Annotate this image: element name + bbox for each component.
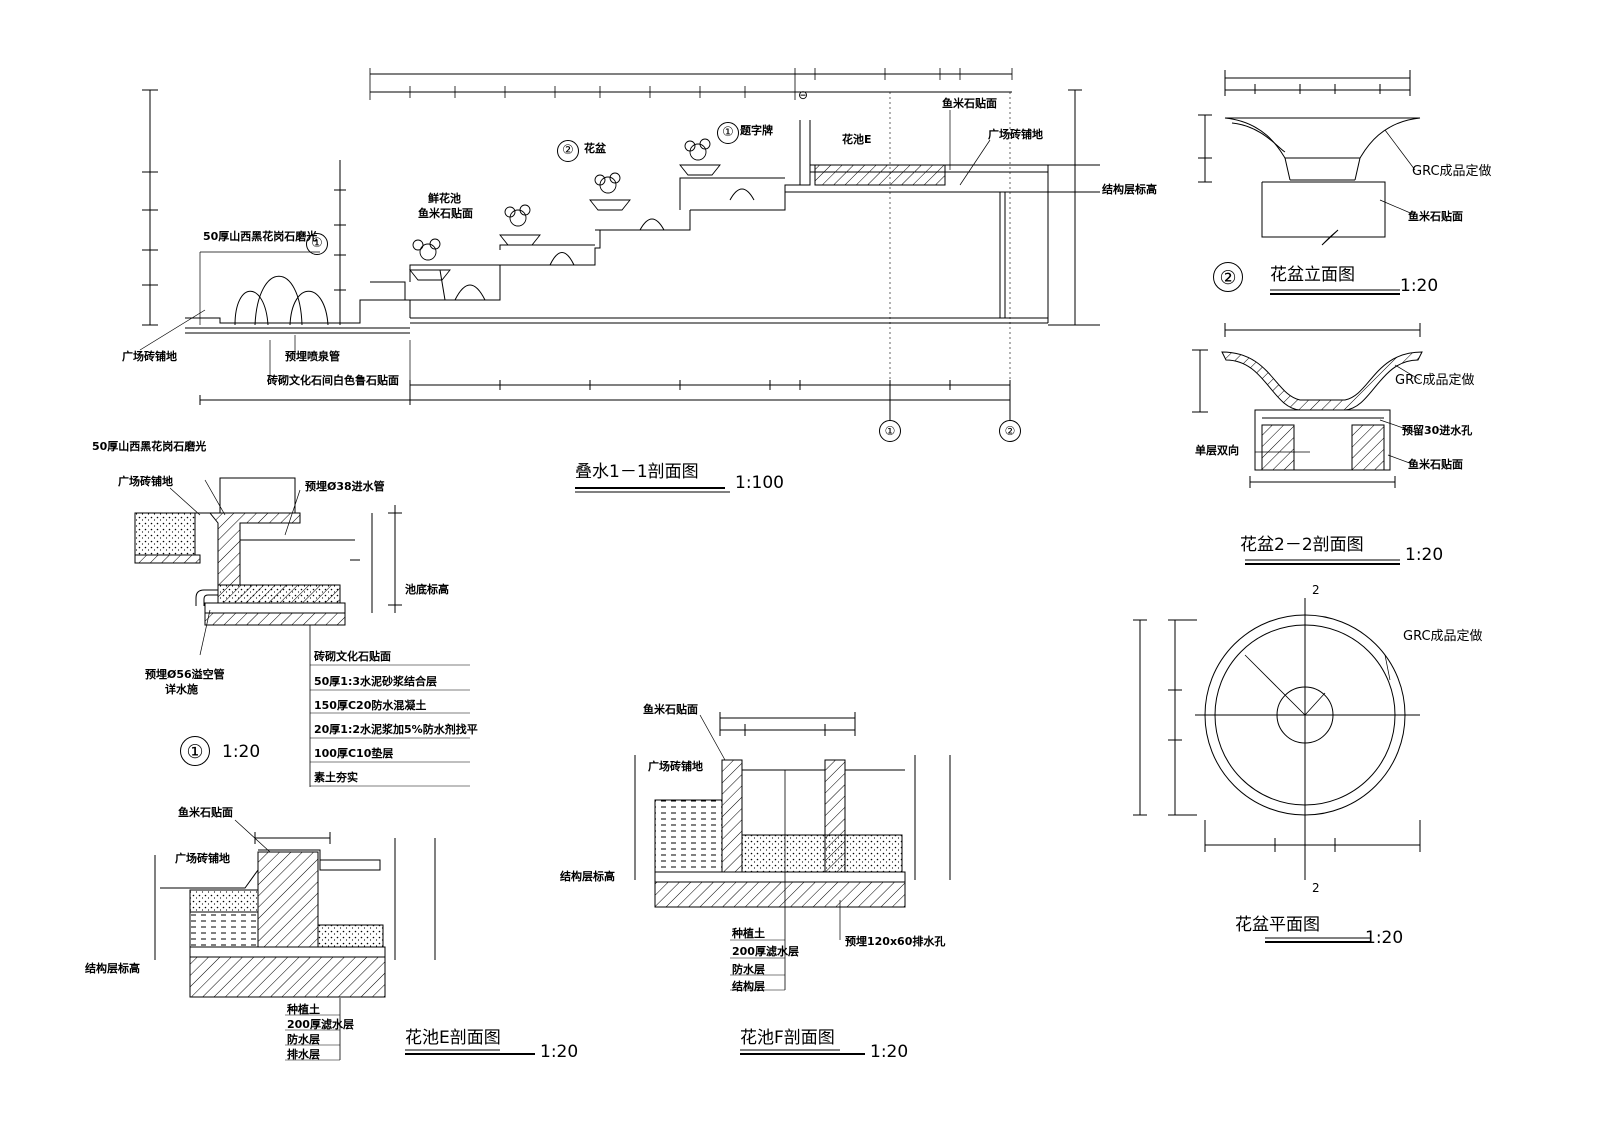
- label-fish-tile-2: 鱼米石贴面: [942, 97, 997, 110]
- pot-section-scale: 1:20: [1405, 545, 1444, 565]
- section-1-1-title-line: [575, 487, 730, 493]
- pot-plan-cut-top: 2: [1312, 583, 1320, 597]
- pot-elevation-drawing: [1198, 70, 1421, 295]
- pot-section-title: 花盆2－2剖面图: [1240, 535, 1364, 555]
- pond-e-struct: 结构层标高: [85, 962, 140, 975]
- pot-plan-scale: 1:20: [1365, 928, 1404, 948]
- detail-1-scale: 1:20: [222, 742, 261, 762]
- detail-1-drain-note: 详水施: [165, 683, 198, 696]
- axis-1: ①: [879, 420, 901, 442]
- pond-e-layer: 200厚滤水层: [287, 1018, 354, 1031]
- axis-2: ②: [999, 420, 1021, 442]
- datum-circle-marker: ⊖: [798, 88, 809, 102]
- label-sign: 题字牌: [740, 124, 773, 137]
- pot-elev-title: 花盆立面图: [1270, 265, 1355, 285]
- label-pond-e: 花池E: [842, 133, 872, 146]
- pond-f-layer: 种植土: [732, 927, 765, 940]
- label-stone-top: 50厚山西黑花岗石磨光: [203, 230, 318, 243]
- pond-e-scale: 1:20: [540, 1042, 579, 1062]
- label-struct-level: 结构层标高: [1102, 183, 1157, 196]
- pot-section-drawing: [1192, 323, 1423, 565]
- pond-f-title: 花池F剖面图: [740, 1028, 835, 1048]
- pond-e-title: 花池E剖面图: [405, 1028, 501, 1048]
- pond-f-drawing: [634, 712, 951, 1055]
- pond-e-paving: 广场砖铺地: [175, 852, 230, 865]
- label-paving: 广场砖铺地: [122, 350, 177, 363]
- detail-1-stone: 50厚山西黑花岗石磨光: [92, 440, 207, 453]
- pond-e-drawing: [154, 819, 535, 1061]
- pot-plan-drawing: [1133, 598, 1421, 943]
- detail-1-paving: 广场砖铺地: [118, 475, 173, 488]
- pot-elev-scale: 1:20: [1400, 276, 1439, 296]
- pond-f-paving: 广场砖铺地: [648, 760, 703, 773]
- pot-plan-grc: GRC成品定做: [1403, 629, 1483, 644]
- pond-e-layer: 排水层: [287, 1048, 320, 1061]
- callout-1: ①: [306, 233, 328, 255]
- pot-plan-title: 花盆平面图: [1235, 915, 1320, 935]
- pond-f-layer: 结构层: [732, 980, 765, 993]
- detail-1-drain: 预埋Ø56溢空管: [145, 668, 225, 681]
- section-1-1-title: 叠水1－1剖面图: [575, 462, 699, 482]
- detail-1-layer: 20厚1:2水泥浆加5%防水剂找平: [314, 723, 478, 736]
- pot-section-hole: 预留30进水孔: [1402, 424, 1473, 437]
- label-flower-bed: 鲜花池: [428, 192, 461, 205]
- pond-f-layer: 防水层: [732, 963, 765, 976]
- detail-1-layer: 100厚C10垫层: [314, 747, 394, 760]
- pot-section-fish: 鱼米石贴面: [1408, 458, 1463, 471]
- pond-f-fish: 鱼米石贴面: [643, 703, 698, 716]
- label-wall: 砖砌文化石间白色鲁石贴面: [267, 374, 399, 387]
- section-1-1-scale: 1:100: [735, 473, 784, 493]
- pond-f-struct: 结构层标高: [560, 870, 615, 883]
- pond-f-layer: 200厚滤水层: [732, 945, 799, 958]
- detail-1-layer: 150厚C20防水混凝土: [314, 699, 427, 712]
- section-1-1-drawing: [139, 68, 1100, 420]
- label-fish-tile: 鱼米石贴面: [418, 207, 473, 220]
- detail-1-drawing: [134, 477, 470, 787]
- pond-e-layer: 种植土: [287, 1003, 320, 1016]
- callout-2: ②: [557, 140, 579, 162]
- pot-elev-grc: GRC成品定做: [1412, 164, 1492, 179]
- label-pot: 花盆: [584, 142, 606, 155]
- detail-1-layer: 砖砌文化石贴面: [314, 650, 391, 663]
- detail-1-layer: 50厚1:3水泥砂浆结合层: [314, 675, 438, 688]
- pot-elev-fish: 鱼米石贴面: [1408, 210, 1463, 223]
- detail-1-layer: 素土夯实: [314, 771, 358, 784]
- pot-plan-cut-bottom: 2: [1312, 881, 1320, 895]
- detail-1-bottom: 池底标高: [405, 583, 449, 596]
- callout-sign: ①: [717, 122, 739, 144]
- pot-section-grc: GRC成品定做: [1395, 373, 1475, 388]
- pond-e-layer: 防水层: [287, 1033, 320, 1046]
- detail-1-circle: ①: [180, 736, 210, 766]
- pot-elev-circle: ②: [1213, 262, 1243, 292]
- pond-f-scale: 1:20: [870, 1042, 909, 1062]
- label-paving-2: 广场砖铺地: [988, 128, 1043, 141]
- pond-e-fish: 鱼米石贴面: [178, 806, 233, 819]
- label-pipe: 预埋喷泉管: [285, 350, 340, 363]
- detail-1-pipe: 预埋Ø38进水管: [305, 480, 385, 493]
- pot-section-rebar: 单层双向: [1195, 444, 1239, 457]
- pond-f-hole: 预埋120x60排水孔: [845, 935, 946, 948]
